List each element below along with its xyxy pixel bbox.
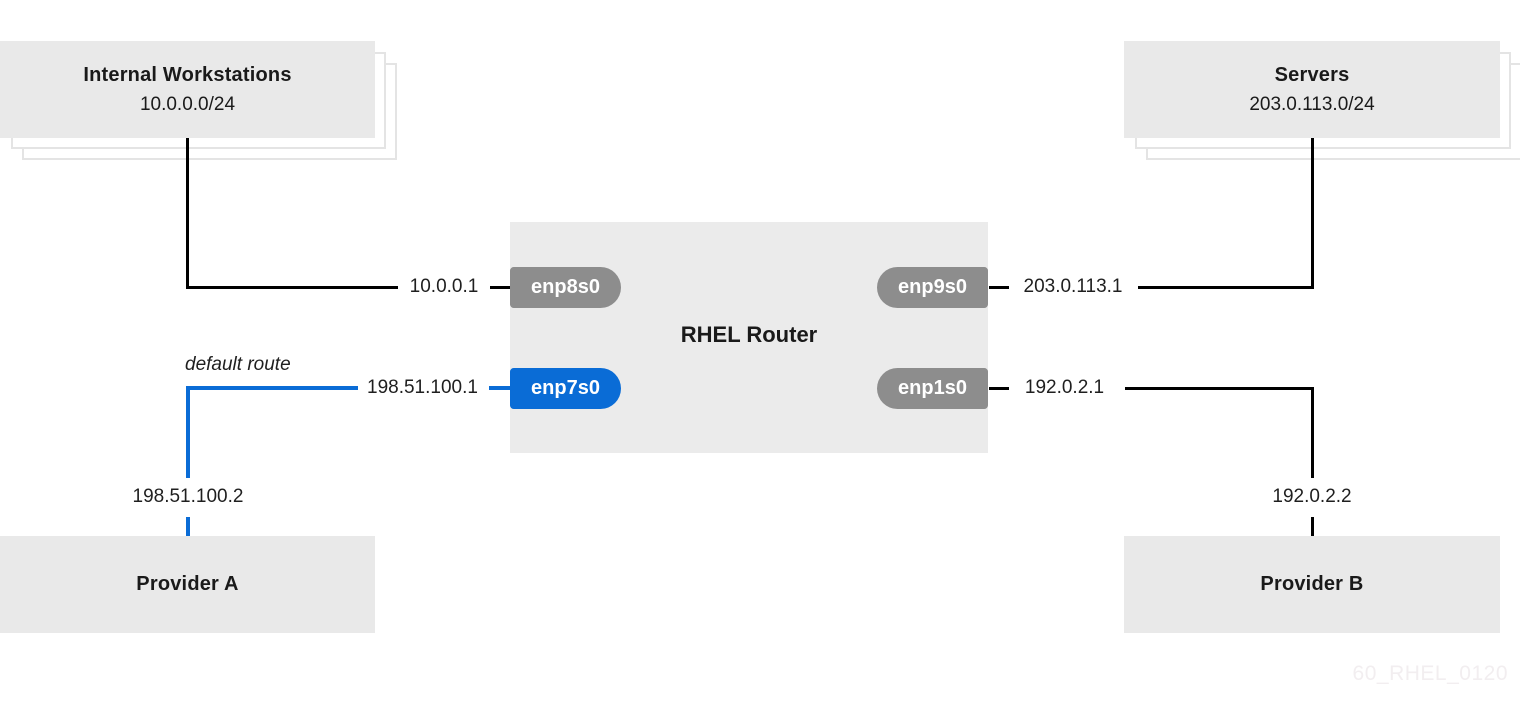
default-route-vertical-stub <box>186 517 190 536</box>
link-enp7s0-stub <box>489 386 510 390</box>
interface-pill-enp7s0: enp7s0 <box>510 368 621 409</box>
servers-title: Servers <box>1274 63 1350 86</box>
provider-b-title: Provider B <box>1260 573 1364 595</box>
default-route-label: default route <box>185 354 291 375</box>
link-enp9s0-stub <box>989 286 1009 289</box>
default-route-horizontal <box>186 386 358 390</box>
servers-subnet: 203.0.113.0/24 <box>1249 93 1375 115</box>
ip-label-enp1s0: 192.0.2.1 <box>1024 377 1105 398</box>
internal-workstations-title: Internal Workstations <box>83 63 292 86</box>
ip-label-enp7s0: 198.51.100.1 <box>367 377 478 398</box>
internal-workstations-subnet: 10.0.0.0/24 <box>139 93 236 115</box>
link-provider-b-horizontal <box>1125 387 1314 390</box>
link-enp8s0-stub <box>490 286 510 289</box>
default-route-vertical <box>186 386 190 478</box>
servers-node: Servers 203.0.113.0/24 <box>1124 41 1500 138</box>
internal-workstations-node: Internal Workstations 10.0.0.0/24 <box>0 41 375 138</box>
link-provider-b-vertical <box>1311 387 1314 478</box>
link-provider-b-vertical-stub <box>1311 517 1314 536</box>
link-servers-horizontal <box>1138 286 1314 289</box>
ip-label-provider-a-gateway: 198.51.100.2 <box>132 486 244 507</box>
rhel-router-node <box>510 222 988 453</box>
ip-label-enp8s0: 10.0.0.1 <box>409 276 479 297</box>
interface-pill-enp1s0: enp1s0 <box>877 368 988 409</box>
ip-label-provider-b-gateway: 192.0.2.2 <box>1272 486 1352 507</box>
interface-pill-enp8s0: enp8s0 <box>510 267 621 308</box>
ip-label-enp9s0: 203.0.113.1 <box>1023 276 1123 297</box>
provider-a-title: Provider A <box>136 573 239 595</box>
link-workstations-horizontal <box>186 286 398 289</box>
rhel-router-title: RHEL Router <box>680 322 818 347</box>
link-workstations-vertical <box>186 138 189 289</box>
figure-watermark: 60_RHEL_0120 <box>1352 662 1508 685</box>
provider-b-node: Provider B <box>1124 536 1500 633</box>
provider-a-node: Provider A <box>0 536 375 633</box>
link-servers-vertical <box>1311 138 1314 289</box>
link-enp1s0-stub <box>989 387 1009 390</box>
interface-pill-enp9s0: enp9s0 <box>877 267 988 308</box>
